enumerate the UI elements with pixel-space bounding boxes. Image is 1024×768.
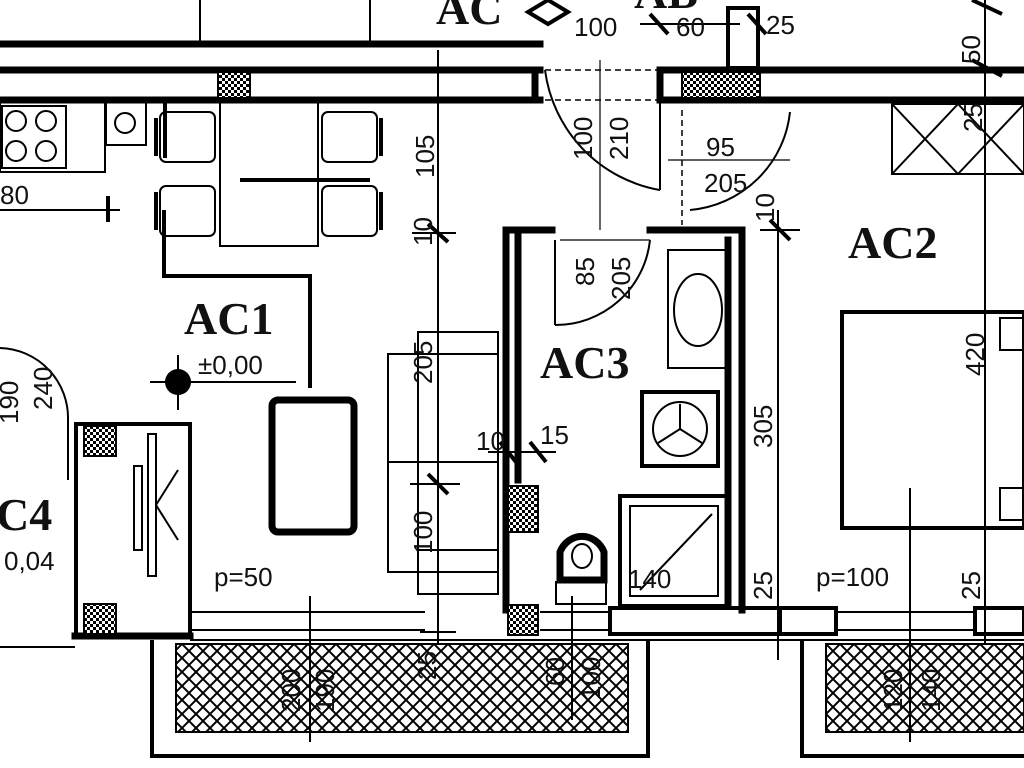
washbasin-icon bbox=[667, 249, 729, 369]
parapet-left: p=50 bbox=[214, 562, 273, 592]
washing-machine-icon bbox=[640, 390, 720, 468]
dim-shower-140: 140 bbox=[628, 564, 671, 594]
dim-b-25: 25 bbox=[748, 571, 778, 600]
level-ac4: 0,04 bbox=[4, 546, 55, 576]
room-label-ac4: C4 bbox=[0, 489, 52, 540]
level-marker-icon bbox=[150, 355, 296, 410]
dim-top-25: 25 bbox=[766, 10, 795, 40]
room-label-ac3: AC3 bbox=[540, 337, 629, 388]
shower-icon bbox=[618, 494, 730, 608]
dim-15: 15 bbox=[540, 420, 569, 450]
dim-b-25b: 25 bbox=[956, 571, 986, 600]
dim-v-210: 210 bbox=[604, 117, 634, 160]
level-ac1: ±0,00 bbox=[198, 350, 263, 380]
furniture bbox=[0, 99, 1024, 638]
dim-sofa-205: 205 bbox=[408, 341, 438, 384]
wardrobe bbox=[74, 422, 192, 638]
balconies bbox=[150, 640, 1024, 758]
dim-v-85: 85 bbox=[570, 257, 600, 286]
dim-b-140: 140 bbox=[916, 669, 946, 712]
doors bbox=[0, 60, 791, 480]
closet bbox=[891, 103, 1024, 175]
dim-v-10b: 10 bbox=[750, 193, 780, 222]
dim-v-305: 305 bbox=[748, 405, 778, 448]
dim-v-190: 190 bbox=[0, 381, 24, 424]
dim-door-205: 205 bbox=[704, 168, 747, 198]
coffee-table bbox=[268, 396, 358, 536]
sofa bbox=[387, 331, 499, 595]
dim-sofa-100: 100 bbox=[408, 511, 438, 554]
dining-table bbox=[154, 99, 383, 247]
section-marker-icon bbox=[524, 0, 572, 27]
dim-b-25c: 25 bbox=[412, 651, 442, 680]
bed bbox=[840, 310, 1024, 530]
toilet-icon bbox=[555, 532, 608, 605]
dim-top-25b: 25 bbox=[958, 103, 988, 132]
stove-icon bbox=[1, 105, 67, 169]
dim-b-120: 120 bbox=[878, 669, 908, 712]
dim-v-105: 105 bbox=[410, 135, 440, 178]
room-label-ab-top: AB bbox=[634, 0, 698, 18]
room-labels: AC AB AC1 ±0,00 AC2 AC3 C4 0,04 p=50 p=1… bbox=[0, 0, 937, 592]
sink-icon bbox=[105, 99, 147, 146]
dimension-lines bbox=[0, 0, 1003, 742]
dim-v-420: 420 bbox=[960, 333, 990, 376]
dim-10: 10 bbox=[476, 426, 505, 456]
dimension-labels: 100 60 25 80 105 10 100 210 95 205 10 85… bbox=[0, 10, 990, 712]
dim-b-100: 100 bbox=[576, 657, 606, 700]
dim-v-10: 10 bbox=[408, 217, 438, 246]
dim-b-190: 190 bbox=[310, 669, 340, 712]
parapet-right: p=100 bbox=[816, 562, 889, 592]
dim-v-205: 205 bbox=[606, 257, 636, 300]
room-label-ac2: AC2 bbox=[848, 217, 937, 268]
dim-top-50: 50 bbox=[956, 35, 986, 64]
room-label-ac1: AC1 bbox=[184, 293, 273, 344]
dim-v-240: 240 bbox=[28, 367, 58, 410]
dim-top-100: 100 bbox=[574, 12, 617, 42]
dim-left-80: 80 bbox=[0, 180, 29, 210]
dim-b-60: 60 bbox=[540, 657, 570, 686]
room-label-ac-top: AC bbox=[436, 0, 502, 34]
dim-b-200: 200 bbox=[276, 669, 306, 712]
dim-door-95: 95 bbox=[706, 132, 735, 162]
dim-top-60: 60 bbox=[676, 12, 705, 42]
walls bbox=[0, 0, 1024, 680]
dim-v-100: 100 bbox=[568, 117, 598, 160]
